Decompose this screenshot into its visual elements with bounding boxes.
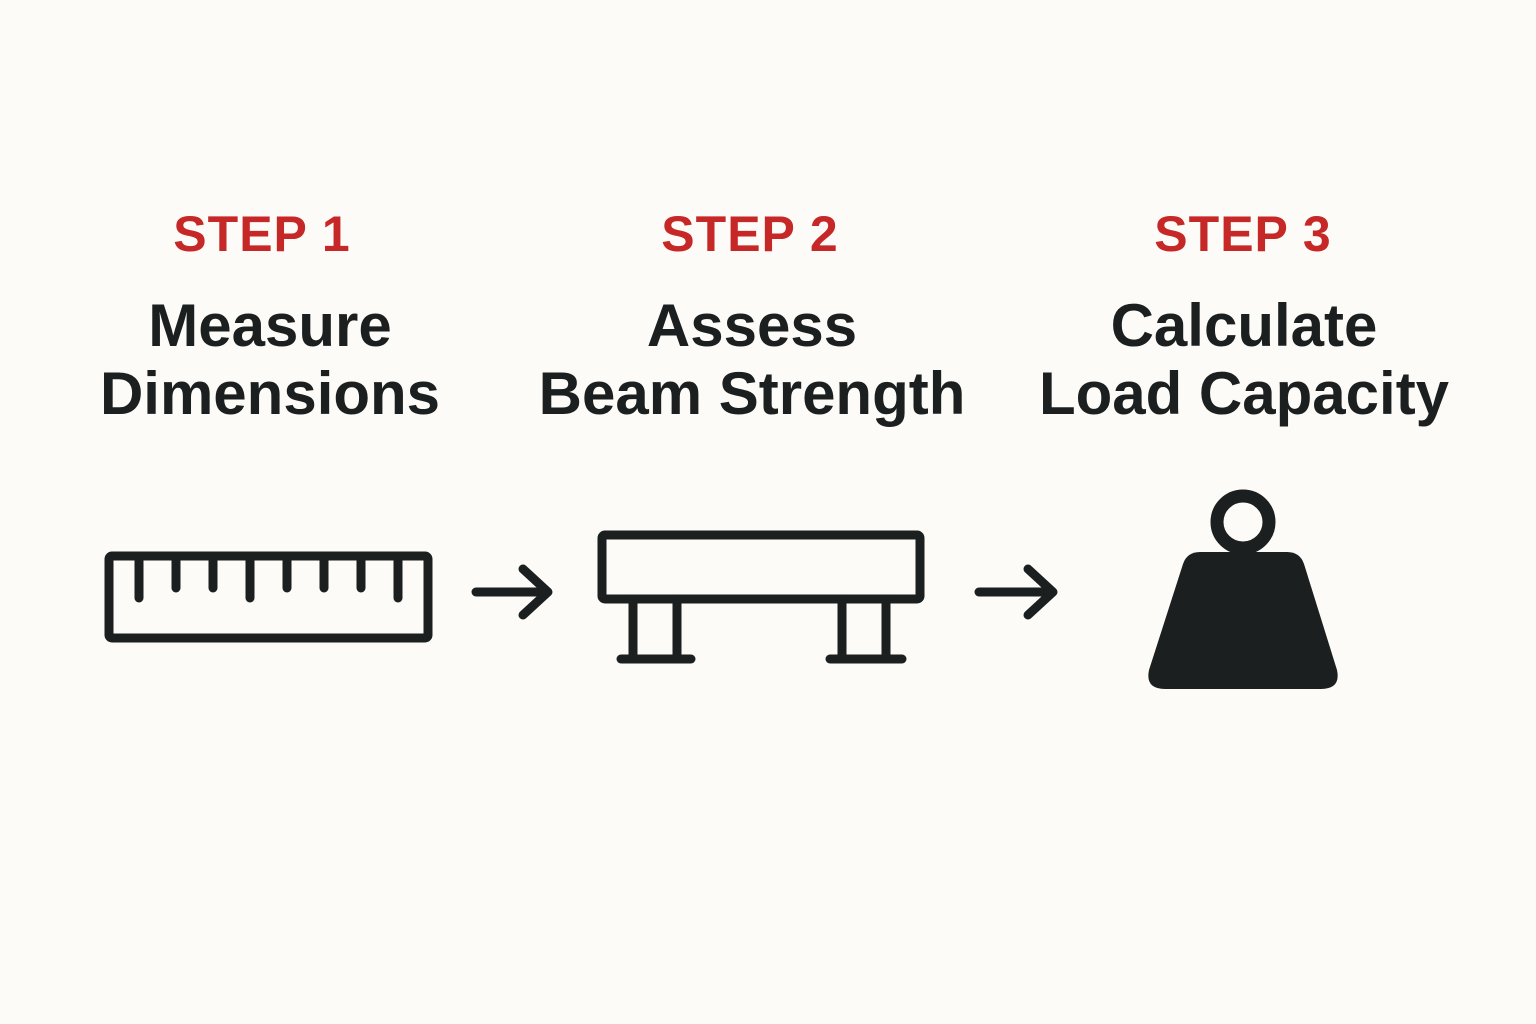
step-2-title: Assess Beam Strength (539, 292, 966, 428)
beam-icon (597, 530, 925, 664)
ruler-body (104, 551, 433, 643)
step-3-title: Calculate Load Capacity (1039, 292, 1449, 428)
step-2-label: STEP 2 (661, 206, 839, 262)
arrow-right-icon (974, 564, 1058, 620)
ruler-icon (104, 551, 433, 643)
step-3-title-line1: Calculate (1110, 292, 1378, 359)
weight-icon (1148, 489, 1338, 689)
step-1-label: STEP 1 (173, 206, 351, 262)
arrow-right-icon (471, 564, 553, 620)
step-3-title-line2: Load Capacity (1038, 360, 1450, 427)
step-2-title-line2: Beam Strength (538, 360, 966, 427)
beam-body (597, 530, 925, 604)
weight-body (1148, 552, 1338, 689)
step-3-label: STEP 3 (1154, 206, 1332, 262)
step-1-title: Measure Dimensions (100, 292, 440, 428)
step-1-title-line1: Measure (148, 292, 392, 359)
weight-ring (1210, 489, 1276, 555)
step-2-title-line1: Assess (646, 292, 858, 359)
step-1-title-line2: Dimensions (99, 360, 441, 427)
